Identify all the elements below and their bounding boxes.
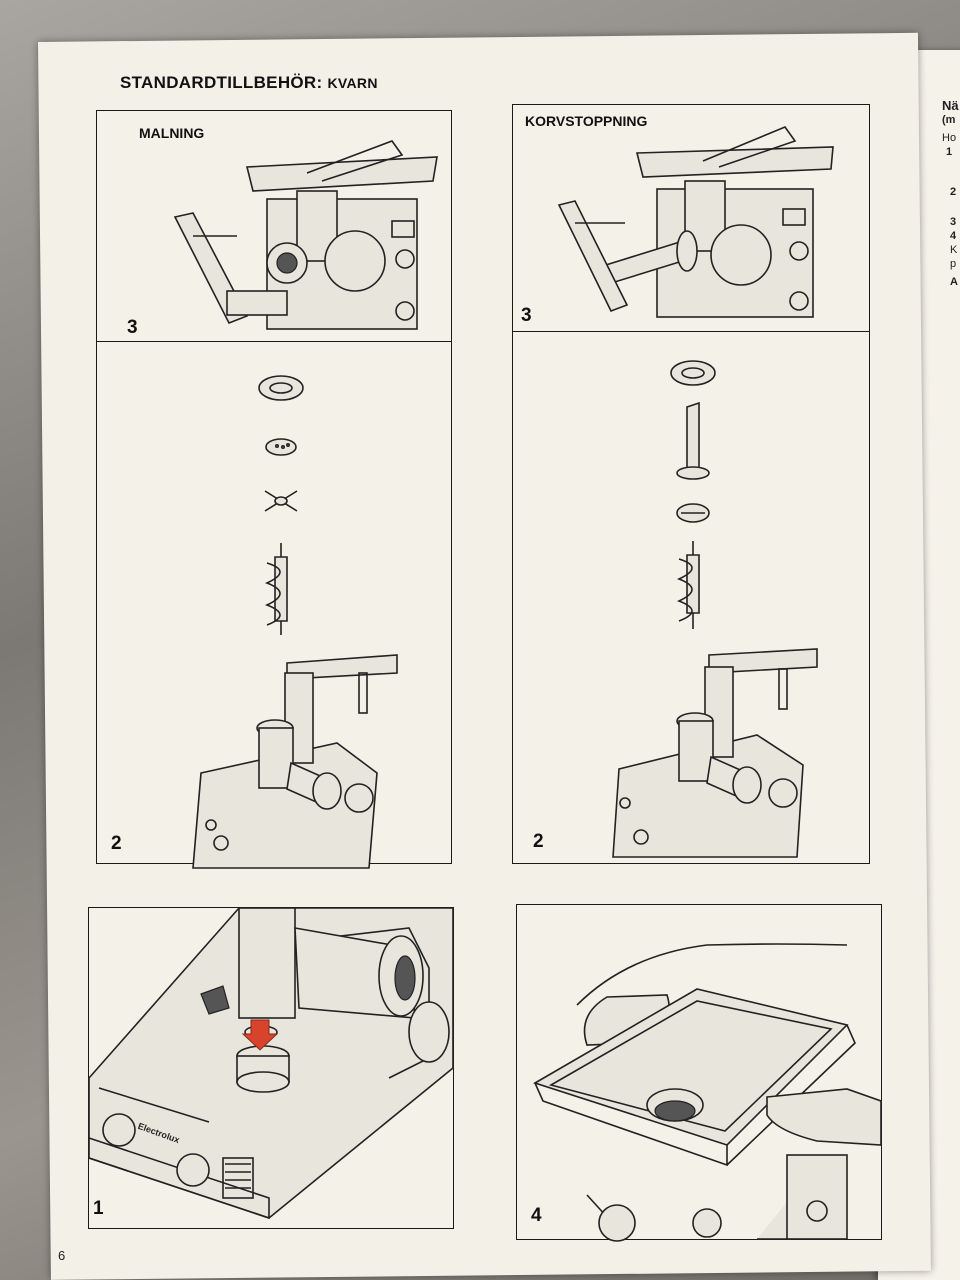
- page-heading: STANDARDTILLBEHÖR: KVARN: [120, 73, 378, 93]
- assembled-sausage-stuffer-illustration: [557, 126, 834, 318]
- ring-nut-icon: [258, 375, 304, 401]
- heading-main: STANDARDTILLBEHÖR:: [120, 73, 323, 92]
- page-number: 6: [58, 1248, 66, 1263]
- next-page-fragment: K: [950, 244, 958, 256]
- sausage-nozzle-icon: [686, 401, 700, 470]
- panel-korvstoppning: KORVSTOPPNING 3 2: [512, 104, 870, 864]
- attach-grinder-illustration: [88, 907, 454, 1220]
- panel-title-korvstoppning: KORVSTOPPNING: [525, 113, 648, 129]
- next-page-fragment: p: [950, 258, 957, 270]
- place-tray-illustration: [533, 943, 882, 1242]
- timer-dial-icon: [176, 1153, 210, 1187]
- next-page-fragment: 1: [946, 146, 953, 158]
- next-page-fragment: Ho: [942, 132, 957, 144]
- step-number: 2: [111, 833, 122, 854]
- heading-sub: KVARN: [327, 75, 378, 91]
- next-page-fragment: Nä: [942, 98, 959, 113]
- assembled-grinder-illustration: [173, 140, 438, 330]
- exploded-parts-illustration: [192, 375, 398, 869]
- feed-screw-icon: [686, 554, 700, 614]
- next-page-fragment: 4: [950, 230, 957, 242]
- next-page-fragment: (m: [942, 114, 956, 126]
- panel-divider: [513, 331, 869, 332]
- panel-malning: MALNING 3 2: [96, 110, 452, 869]
- exploded-stuffer-parts-illustration: [612, 360, 818, 858]
- lock-knob-icon: [200, 985, 230, 1015]
- panel-step-4: 4: [516, 904, 882, 1242]
- step-number: 1: [93, 1198, 104, 1219]
- next-page-fragment: 3: [950, 216, 957, 228]
- ring-nut-icon: [670, 360, 716, 386]
- down-arrow-icon: [241, 1019, 279, 1051]
- panel-divider: [97, 341, 451, 342]
- panel-step-1: 1 Electrolux: [88, 907, 454, 1229]
- step-number: 2: [533, 831, 544, 852]
- next-page-fragment: 2: [950, 186, 957, 198]
- step-number: 4: [531, 1205, 542, 1226]
- next-page-fragment: A: [950, 276, 958, 288]
- step-number: 3: [127, 317, 138, 338]
- right-hand-icon: [766, 1088, 882, 1146]
- step-number: 3: [521, 305, 532, 326]
- panel-title-malning: MALNING: [139, 125, 205, 141]
- speed-dial-icon: [102, 1113, 136, 1147]
